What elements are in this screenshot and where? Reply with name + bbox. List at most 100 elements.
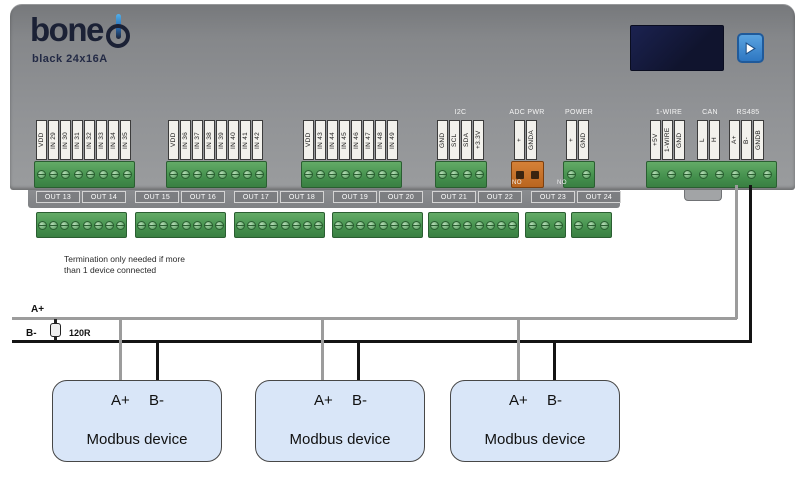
terminal-block-out-19-20 — [332, 212, 423, 238]
pin-label: IN 38 — [204, 120, 215, 160]
terminal-screw — [554, 220, 563, 230]
terminal-block-comm — [646, 161, 777, 188]
pin-label: IN 39 — [216, 120, 227, 160]
terminal-screw — [430, 220, 440, 230]
pin-label: + — [566, 120, 577, 160]
terminal-screw — [390, 170, 400, 179]
pin-label: VDD — [168, 120, 179, 160]
modbus-pin-b: B- — [547, 392, 562, 409]
header-1-wire: 1-WIRE — [655, 109, 683, 116]
terminal-screw — [715, 170, 725, 179]
pin-label: GNDB — [753, 120, 764, 160]
terminal-screw — [214, 220, 224, 230]
terminal-screw — [38, 220, 48, 230]
terminal-screw — [437, 170, 447, 179]
terminal-screw — [567, 170, 576, 179]
pin-label: GND — [578, 120, 589, 160]
modbus-pin-b: B- — [149, 392, 164, 409]
terminal-screw — [507, 220, 517, 230]
terminal-block-out-24 — [571, 212, 612, 238]
pin-label: SDA — [461, 120, 472, 160]
terminal-screw — [258, 220, 268, 230]
modbus-device-3: A+ B- Modbus device — [450, 380, 620, 462]
terminal-screw — [230, 170, 240, 179]
pin-label: + — [514, 120, 525, 160]
terminal-screw — [168, 170, 178, 179]
termination-note: Termination only needed if more than 1 d… — [64, 254, 185, 276]
terminal-screw — [682, 170, 692, 179]
terminal-block-out-23 — [525, 212, 566, 238]
modbus-device-2: A+ B- Modbus device — [255, 380, 425, 462]
cursor-icon — [745, 41, 756, 55]
rs485-b-wire — [749, 185, 752, 343]
terminal-screw — [218, 170, 228, 179]
pin-label: H — [709, 120, 720, 160]
pin-label: IN 35 — [120, 120, 131, 160]
terminal-block-out-13-14 — [36, 212, 127, 238]
termination-resistor — [50, 323, 61, 337]
header-can: CAN — [702, 109, 718, 116]
terminal-screw — [666, 170, 676, 179]
terminal-screw — [115, 220, 125, 230]
pin-label: IN 34 — [108, 120, 119, 160]
pin-label: IN 33 — [96, 120, 107, 160]
terminal-screw — [452, 220, 462, 230]
terminal-screw — [303, 170, 313, 179]
pin-label: GND — [674, 120, 685, 160]
terminal-screw — [104, 220, 114, 230]
pin-label: 1-WIRE — [662, 120, 673, 160]
out-label: OUT 22 — [478, 191, 522, 203]
pin-label: IN 42 — [252, 120, 263, 160]
terminal-screw — [98, 170, 108, 179]
terminal-screw — [192, 220, 202, 230]
rs485-a-wire — [735, 185, 738, 319]
terminal-screw — [475, 170, 485, 179]
drop-b-device-1 — [156, 340, 159, 381]
terminal-screw — [367, 220, 377, 230]
terminal-screw — [328, 170, 338, 179]
terminal-screw — [650, 170, 660, 179]
terminal-block-inputs-1 — [34, 161, 135, 188]
terminal-screw — [193, 170, 203, 179]
modbus-device-name: Modbus device — [289, 431, 391, 448]
pin-label: VDD — [303, 120, 314, 160]
terminal-screw — [269, 220, 279, 230]
terminal-screw — [474, 220, 484, 230]
oled-display — [630, 25, 724, 71]
pin-label: A+ — [729, 120, 740, 160]
pin-label: IN 29 — [48, 120, 59, 160]
terminal-screw — [49, 170, 59, 179]
terminal-screw — [86, 170, 96, 179]
terminal-screw — [377, 170, 387, 179]
modbus-pin-a: A+ — [314, 392, 333, 409]
pin-label: +3.3V — [473, 120, 484, 160]
header-i2c: I2C — [454, 109, 467, 116]
terminal-block-inputs-3 — [301, 161, 402, 188]
terminal-block-i2c — [435, 161, 487, 188]
pin-label: IN 37 — [192, 120, 203, 160]
out-label: OUT 15 — [135, 191, 179, 203]
terminal-screw — [698, 170, 708, 179]
out-label: OUT 21 — [432, 191, 476, 203]
drop-b-device-2 — [357, 340, 360, 381]
terminal-block-adc-pwr — [511, 161, 544, 188]
resistor-value: 120R — [69, 328, 91, 338]
terminal-screw — [110, 170, 120, 179]
pin-label: B- — [741, 120, 752, 160]
pin-label: VDD — [36, 120, 47, 160]
out-label: OUT 13 — [36, 191, 80, 203]
bus-a-label: A+ — [31, 304, 45, 315]
terminal-screw — [137, 220, 147, 230]
terminal-screw — [313, 220, 323, 230]
terminal-screw — [378, 220, 388, 230]
terminal-screw — [60, 220, 70, 230]
terminal-screw — [247, 220, 257, 230]
out-label: OUT 24 — [577, 191, 621, 203]
terminal-screw — [255, 170, 265, 179]
pin-label: IN 41 — [240, 120, 251, 160]
